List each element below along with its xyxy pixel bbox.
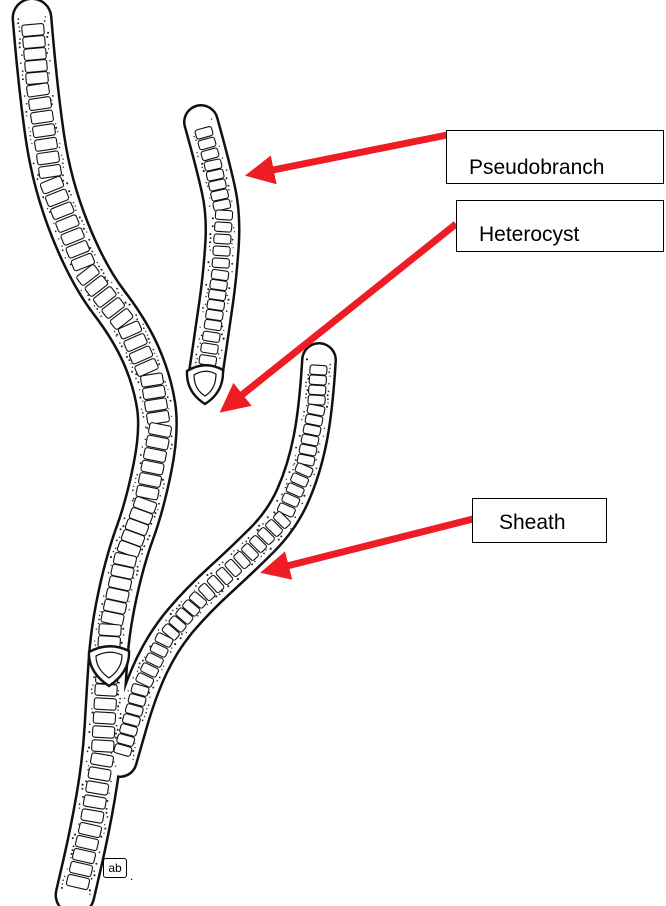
sheath-label: Sheath: [472, 498, 607, 543]
heterocyst-arrow: [238, 224, 456, 398]
artist-signature: ab: [103, 858, 127, 878]
sheath-outlines: [32, 18, 319, 895]
heterocyst-label-text: Heterocyst: [479, 223, 579, 247]
signature-period: .: [130, 869, 133, 883]
pseudobranch-label-text: Pseudobranch: [469, 156, 604, 180]
pseudobranch-label: Pseudobranch: [446, 130, 664, 184]
pseudobranch-arrow: [268, 135, 447, 171]
heterocyst-label: Heterocyst: [456, 200, 664, 252]
sheath-label-text: Sheath: [499, 511, 566, 535]
sheath-arrow: [283, 519, 473, 567]
heterocyst-upper: [187, 365, 223, 404]
